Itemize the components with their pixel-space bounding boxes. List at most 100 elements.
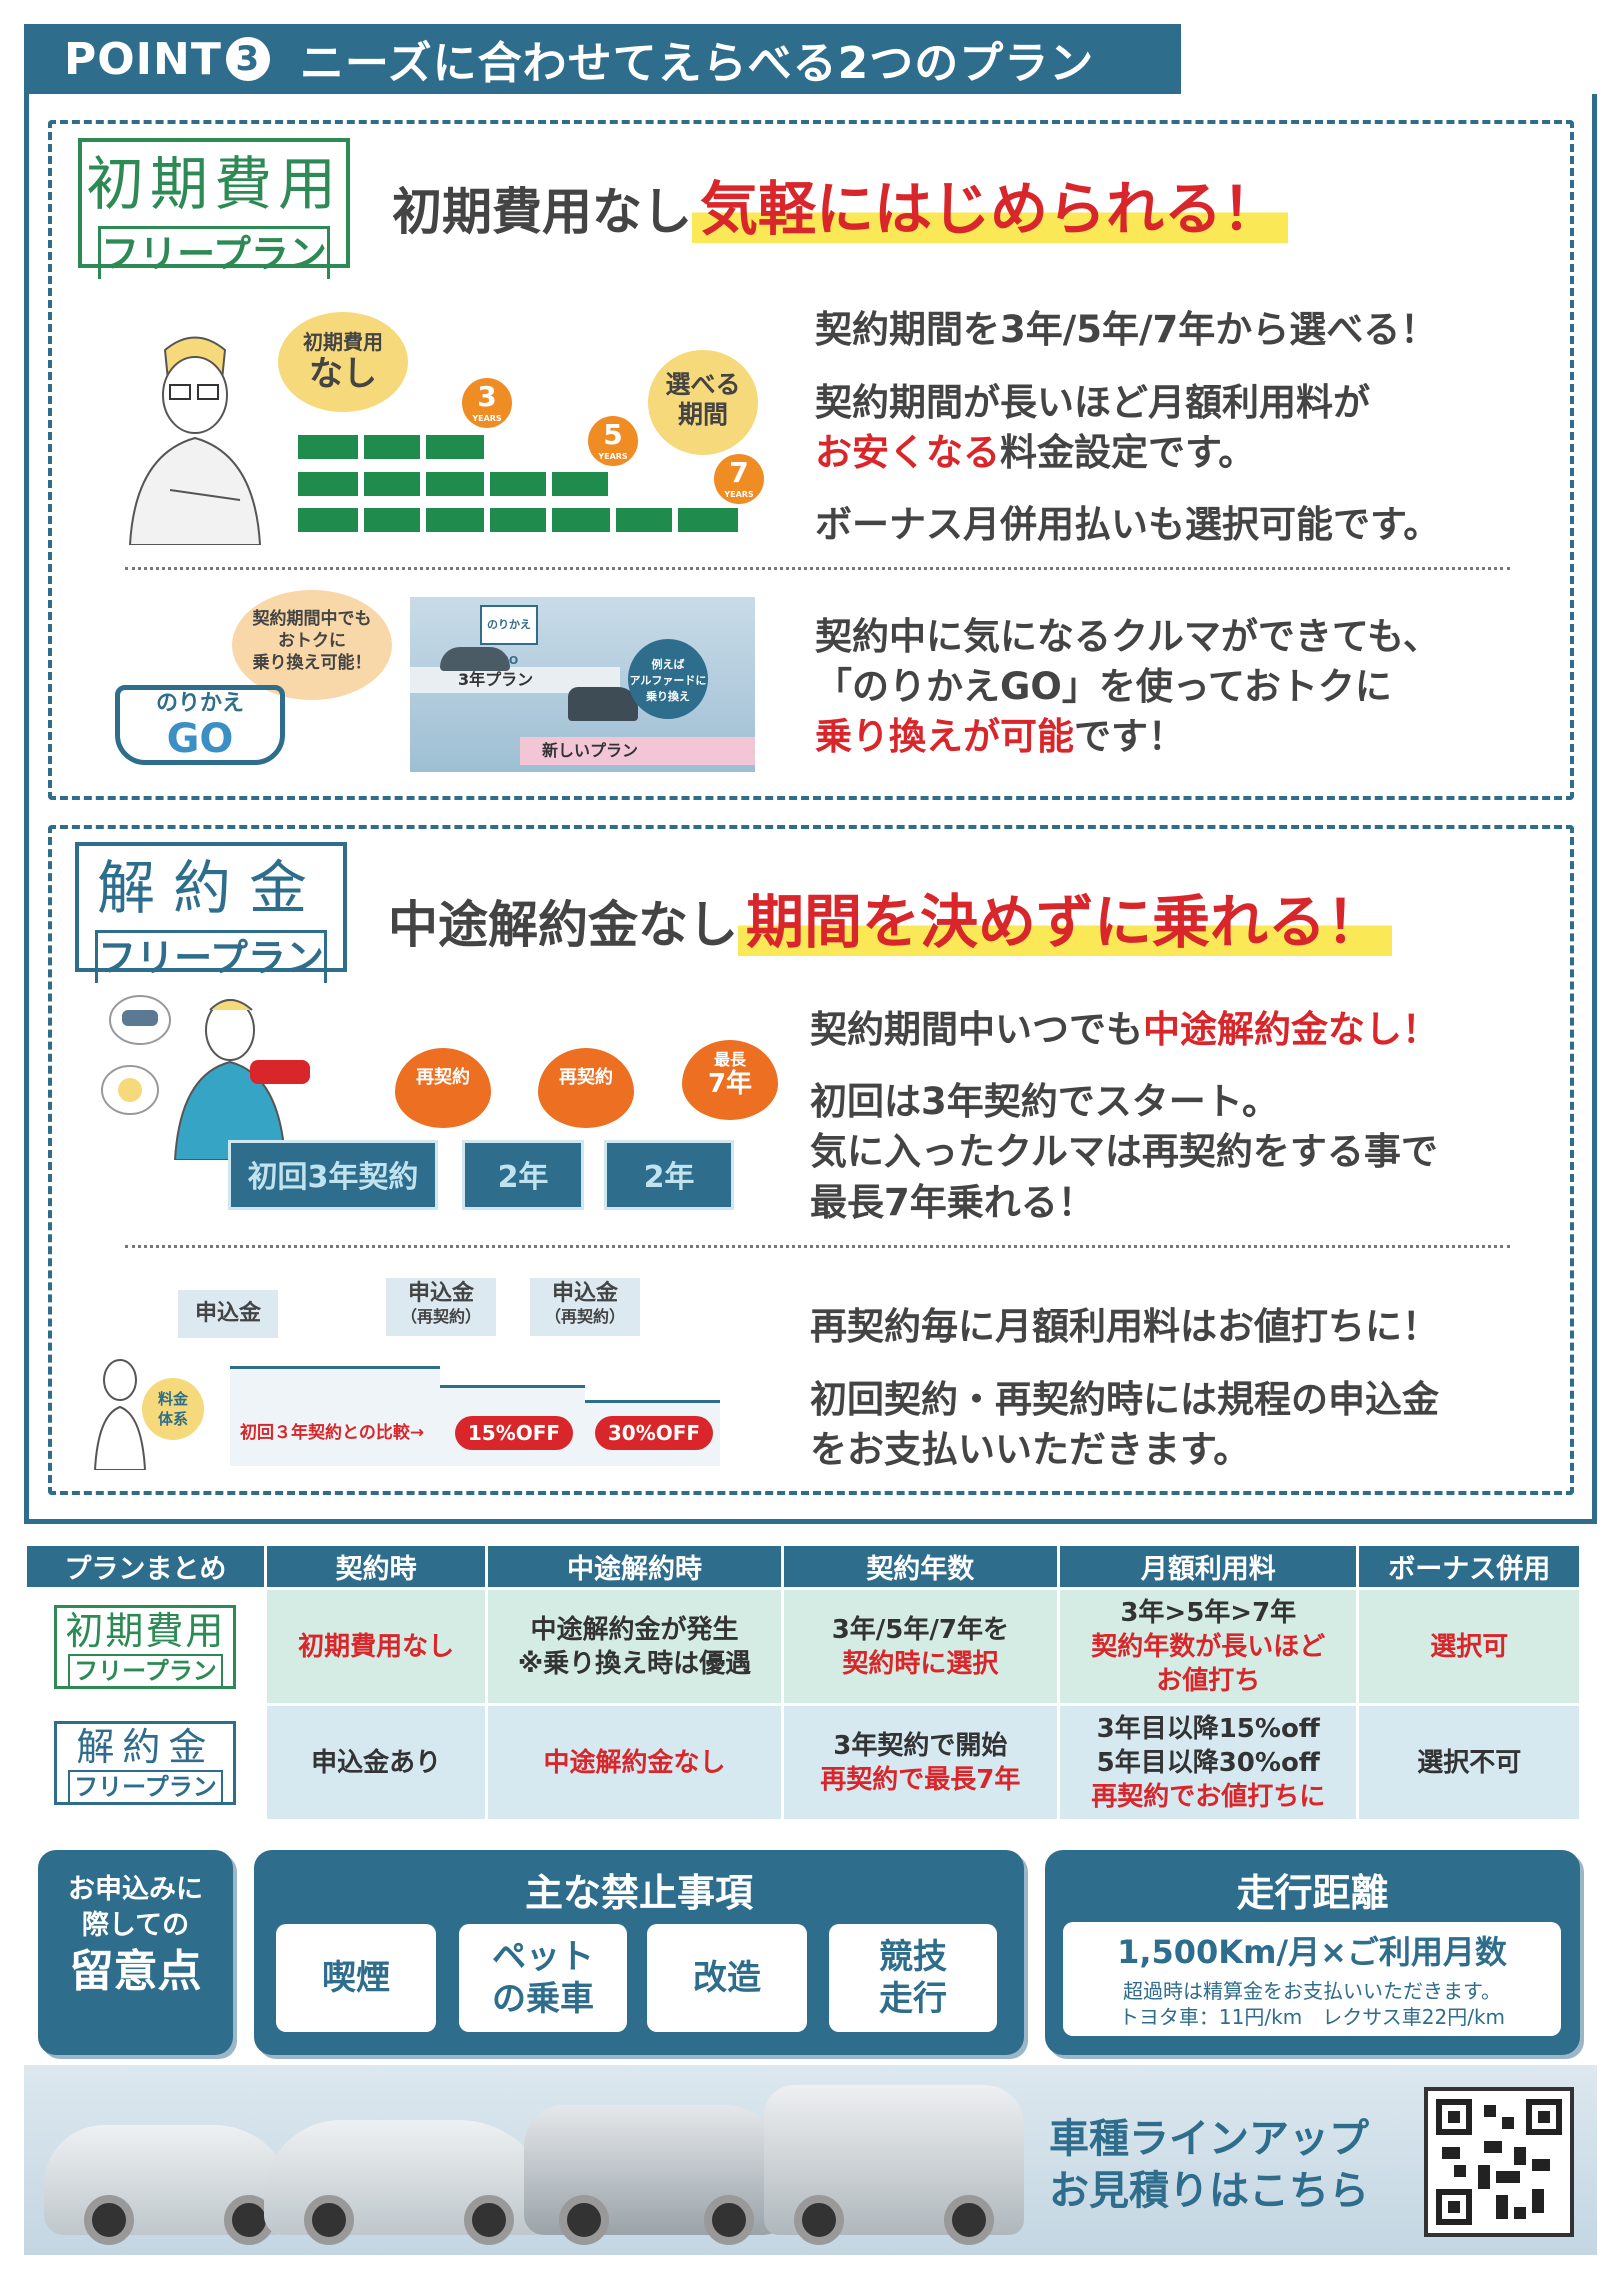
man-illustration [128, 336, 262, 545]
header-point-label: POINT [64, 33, 222, 85]
bar-divider [358, 508, 364, 532]
table-cell: 3年契約で開始再契約で最長7年 [780, 1703, 1061, 1822]
caution-box: お申込みに 際しての 留意点 [38, 1850, 233, 2055]
cell-line: 中途解約金が発生 [530, 1614, 739, 1645]
prohibited-modification: 改造 [647, 1924, 807, 2032]
table-cell-plan: 初期費用 フリープラン [24, 1587, 267, 1706]
cell-line: お値打ち [1156, 1665, 1261, 1696]
qr-code[interactable] [1424, 2087, 1574, 2237]
plan2-text3: 気に入ったクルマは再契約をする事で [810, 1130, 1438, 1173]
header-point-number: 3 [225, 37, 270, 81]
logo-top-text: のりかえ [155, 691, 244, 716]
bubble-period-line2: 期間 [677, 400, 728, 429]
plan2-headline: 中途解約金なし期間を決めずに乗れる！ [388, 875, 1393, 959]
table-cell: 3年/5年/7年を契約時に選択 [780, 1587, 1061, 1706]
car-wheel [559, 2195, 609, 2245]
norikae-go-logo: のりかえ GO [115, 685, 285, 765]
illus-logo: のりかえGO [480, 605, 538, 667]
car-wheel [704, 2195, 754, 2245]
plan1-label-big: 初期費用 [85, 150, 342, 218]
plan2-text5: 再契約毎に月額利用料はお値打ちに！ [810, 1305, 1439, 1348]
bubble-initial-line1: 初期費用 [303, 330, 383, 354]
footer-line2: お見積りはこちら [1049, 2168, 1369, 2214]
mileage-content: 1,500Km/月×ご利用月数 超過時は精算金をお支払いいただきます。 トヨタ車… [1063, 1922, 1561, 2036]
plan1-text2b-normal: 料金設定です。 [1000, 431, 1256, 474]
mileage-note2: トヨタ車：11円/km レクサス車22円/km [1118, 2005, 1506, 2029]
bar-divider [358, 435, 364, 459]
prohibited-item-text: 走行 [879, 1979, 947, 2019]
cell-line: 契約時に選択 [842, 1648, 999, 1679]
fee-system-badge: 料金 体系 [142, 1378, 204, 1440]
cell-line: 再契約でお値打ちに [1091, 1781, 1326, 1812]
max-value: 7年 [707, 1069, 753, 1099]
plan2-text1: 契約期間中いつでも中途解約金なし！ [810, 1005, 1439, 1055]
fee-renew-2: 申込金 （再契約） [530, 1278, 640, 1336]
section-frame [24, 94, 1597, 1524]
table-header: 中途解約時 [485, 1543, 784, 1590]
table-header: 契約年数 [780, 1543, 1061, 1590]
bar-divider [546, 472, 552, 496]
mini-plan-label: 初期費用 フリープラン [54, 1604, 237, 1689]
table-cell: 中途解約金なし [485, 1703, 784, 1822]
table-header-row: プランまとめ 契約時 中途解約時 契約年数 月額利用料 ボーナス併用 [24, 1543, 1582, 1590]
header-title: ニーズに合わせてえらべる2つのプラン [299, 38, 1095, 89]
caution-line1: お申込みに [68, 1874, 203, 1905]
logo-bottom-text: GO [166, 716, 234, 762]
person-with-car-illustration [101, 995, 310, 1160]
table-cell: 中途解約金が発生※乗り換え時は優遇 [485, 1587, 784, 1706]
mini-plan-sub: フリープラン [68, 1769, 223, 1802]
plan2-label: 解約金 フリープラン [75, 842, 347, 983]
section-header: POINT 3 ニーズに合わせてえらべる2つのプラン [24, 24, 1181, 94]
table-header: 月額利用料 [1057, 1543, 1360, 1590]
car-wheel [84, 2195, 134, 2245]
divider [125, 1245, 1510, 1248]
table-cell-plan: 解約金 フリープラン [24, 1703, 267, 1822]
car-wheel [794, 2195, 844, 2245]
bar-divider [420, 472, 426, 496]
fee-renew-1-sub: （再契約） [400, 1307, 481, 1326]
illus-new-plan: 新しいプラン [520, 737, 755, 765]
car-icon [440, 647, 510, 671]
year-badge-num: 3 [477, 380, 497, 413]
plan1-text2b-red: お安くなる [815, 431, 1000, 474]
plan2-panel [48, 825, 1574, 1495]
bar-5years [298, 472, 608, 496]
change-plan-illustration: のりかえGO 3年プラン 新しいプラン 例えば アルファードに 乗り換え [410, 597, 755, 772]
change-bubble-line3: 乗り換え可能！ [252, 653, 372, 673]
mileage-note1: 超過時は精算金をお支払いいただきます。 [1123, 1979, 1501, 2003]
plan1-label-sub: フリープラン [97, 226, 331, 279]
bubble-initial-line2: なし [309, 354, 377, 394]
bar-divider [610, 508, 616, 532]
minivan-icon [568, 687, 638, 721]
change-bubble: 契約期間中でも おトクに 乗り換え可能！ [232, 590, 392, 700]
footer-line1: 車種ラインアップ [1049, 2116, 1369, 2162]
bar-2year-b: 2年 [604, 1140, 734, 1210]
fee-person-illustration [93, 1359, 147, 1470]
caution-line3: 留意点 [69, 1946, 202, 1997]
plan1-headline: 初期費用なし気軽にはじめられる！ [392, 162, 1289, 246]
fee-renew-2-sub: （再契約） [544, 1307, 625, 1326]
table-row: 初期費用 フリープラン 初期費用なし 中途解約金が発生※乗り換え時は優遇 3年/… [24, 1587, 1582, 1706]
renew-bubble-2: 再契約 [538, 1048, 634, 1128]
plan2-headline-normal: 中途解約金なし [388, 896, 738, 954]
prohibited-item-text: の乗車 [492, 1979, 594, 2019]
cell-line: 契約年数が長いほど [1091, 1631, 1326, 1662]
table-header: 契約時 [263, 1543, 489, 1590]
table-cell: 申込金あり [263, 1703, 489, 1822]
table-header: プランまとめ [24, 1543, 267, 1590]
plan1-headline-normal: 初期費用なし [392, 183, 692, 241]
mini-plan-label: 解約金 フリープラン [54, 1720, 237, 1805]
plan2-label-sub: フリープラン [94, 930, 328, 983]
table-cell: 初期費用なし [263, 1587, 489, 1706]
plan-summary-table: プランまとめ 契約時 中途解約時 契約年数 月額利用料 ボーナス併用 初期費用 … [24, 1543, 1582, 1822]
prohibited-pets: ペットの乗車 [459, 1924, 627, 2032]
off-30-badge: 30%OFF [595, 1416, 713, 1450]
cell-line: ※乗り換え時は優遇 [517, 1648, 752, 1679]
mini-plan-sub: フリープラン [68, 1653, 223, 1686]
table-cell: 3年>5年>7年契約年数が長いほどお値打ち [1057, 1587, 1360, 1706]
bar-divider [672, 508, 678, 532]
plan2-text1-normal: 契約期間中いつでも [810, 1008, 1143, 1051]
mileage-title: 走行距離 [1236, 1871, 1389, 1915]
